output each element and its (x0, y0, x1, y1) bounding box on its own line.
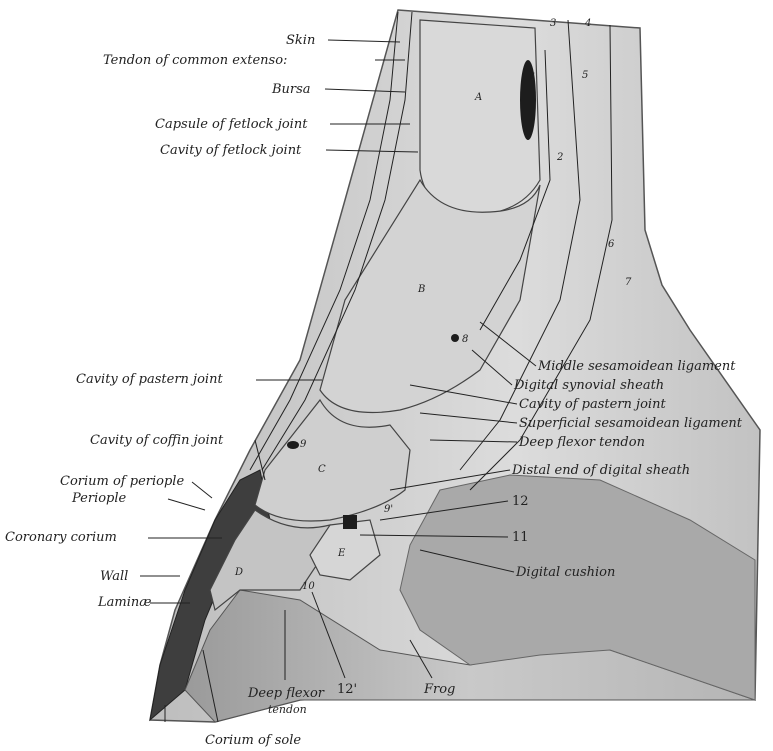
label-deep-flexor-bottom-2: tendon (268, 703, 307, 716)
label-middle-sesamoidean: Middle sesamoidean ligament (537, 359, 736, 374)
mark-2: 2 (556, 152, 563, 163)
label-tendon-common-extensor: Tendon of common extenso: (103, 53, 287, 68)
cavity-mark-8 (451, 334, 459, 342)
label-skin: Skin (286, 33, 315, 48)
leader-corium-periople (192, 482, 212, 498)
label-deep-flexor-bottom-1: Deep flexor (247, 686, 325, 701)
label-coronary-corium: Coronary corium (5, 530, 117, 545)
mark-10: 10 (302, 581, 315, 592)
label-wall: Wall (100, 569, 128, 584)
label-superficial-sesamoidean: Superficial sesamoidean ligament (519, 416, 743, 431)
label-digital-cushion: Digital cushion (515, 565, 615, 580)
mark-E: E (337, 548, 346, 559)
label-frog: Frog (423, 682, 455, 697)
label-deep-flexor-right: Deep flexor tendon (518, 435, 645, 450)
label-12-prime: 12' (337, 682, 357, 697)
label-11: 11 (512, 530, 529, 545)
label-digital-synovial-sheath: Digital synovial sheath (513, 378, 664, 393)
label-distal-end-sheath: Distal end of digital sheath (511, 463, 690, 478)
mark-3: 3 (550, 18, 556, 29)
label-laminae: Laminæ (97, 595, 151, 610)
label-12: 12 (512, 494, 529, 509)
mark-1: 1 (530, 72, 536, 83)
mark-4: 4 (584, 18, 591, 29)
mark-A: A (474, 92, 482, 103)
mark-8: 8 (462, 334, 468, 345)
leader-periople (168, 499, 205, 510)
label-cavity-pastern-right: Cavity of pastern joint (519, 397, 666, 412)
mark-D: D (234, 567, 243, 578)
mark-6: 6 (608, 239, 615, 250)
cavity-mark-11 (343, 515, 357, 529)
mark-9: 9 (300, 439, 307, 450)
label-cavity-pastern-left: Cavity of pastern joint (76, 372, 223, 387)
mark-5: 5 (582, 70, 588, 81)
label-cavity-coffin: Cavity of coffin joint (90, 433, 224, 448)
label-capsule-fetlock: Capsule of fetlock joint (155, 117, 308, 132)
cavity-mark-9 (287, 441, 299, 449)
label-corium-sole: Corium of sole (205, 733, 301, 748)
mark-7: 7 (625, 277, 632, 288)
label-corium-periople: Corium of periople (60, 474, 184, 489)
mark-9-prime: 9' (384, 504, 393, 515)
label-periople: Periople (71, 491, 127, 506)
mark-C: C (318, 464, 326, 475)
label-cavity-fetlock: Cavity of fetlock joint (160, 143, 302, 158)
mark-B: B (417, 284, 425, 295)
label-bursa: Bursa (271, 82, 311, 97)
